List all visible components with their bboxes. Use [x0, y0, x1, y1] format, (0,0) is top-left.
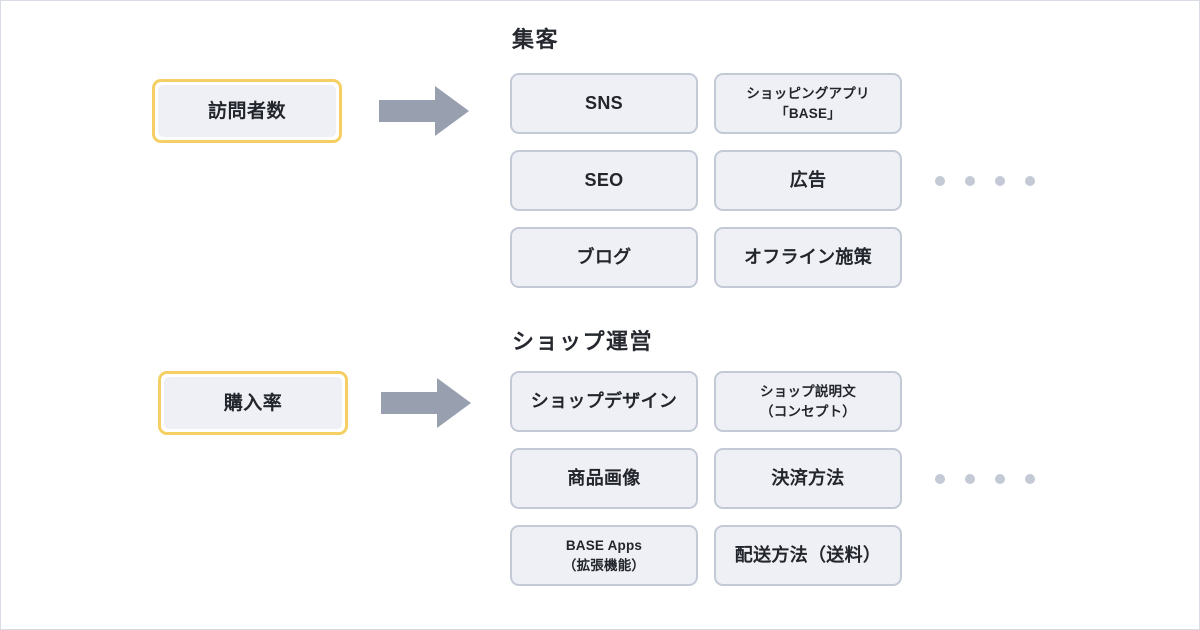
card-label: BASE Apps（拡張機能）: [562, 537, 646, 573]
dot-icon: [995, 474, 1005, 484]
dot-icon: [935, 474, 945, 484]
card-label: ショップ説明文（コンセプト）: [760, 383, 856, 419]
section-heading-shop-operations: ショップ運営: [512, 329, 654, 354]
card-base-apps[interactable]: BASE Apps（拡張機能）: [510, 525, 698, 586]
dot-icon: [965, 176, 975, 186]
more-dots-shop-operations: [935, 474, 1035, 484]
card-label: 広告: [789, 170, 827, 191]
dot-icon: [965, 474, 975, 484]
more-dots-acquisition: [935, 176, 1035, 186]
card-label: 商品画像: [567, 468, 641, 489]
card-advertising[interactable]: 広告: [714, 150, 902, 211]
card-label: 決済方法: [771, 468, 845, 489]
right-arrow-icon: [381, 378, 471, 428]
card-sns[interactable]: SNS: [510, 73, 698, 134]
card-label: 配送方法（送料）: [734, 545, 882, 566]
card-label: ブログ: [576, 247, 632, 268]
metric-box-conversion-rate-inner: 購入率: [164, 377, 342, 429]
metric-box-visitors[interactable]: 訪問者数: [152, 79, 342, 143]
card-shopping-app-base[interactable]: ショッピングアプリ「BASE」: [714, 73, 902, 134]
card-label: オフライン施策: [743, 247, 873, 268]
card-grid-acquisition: SNS ショッピングアプリ「BASE」 SEO 広告 ブログ オフライン施策: [510, 73, 902, 288]
dot-icon: [995, 176, 1005, 186]
section-heading-acquisition: 集客: [512, 27, 560, 52]
dot-icon: [1025, 474, 1035, 484]
right-arrow-icon: [379, 86, 469, 136]
card-shipping-methods[interactable]: 配送方法（送料）: [714, 525, 902, 586]
card-offline-measures[interactable]: オフライン施策: [714, 227, 902, 288]
card-seo[interactable]: SEO: [510, 150, 698, 211]
dot-icon: [935, 176, 945, 186]
card-label: SEO: [584, 170, 624, 191]
card-grid-shop-operations: ショップデザイン ショップ説明文（コンセプト） 商品画像 決済方法 BASE A…: [510, 371, 902, 586]
metric-label-conversion-rate: 購入率: [223, 392, 283, 414]
card-payment-methods[interactable]: 決済方法: [714, 448, 902, 509]
dot-icon: [1025, 176, 1035, 186]
card-label: ショップデザイン: [530, 391, 678, 412]
card-blog[interactable]: ブログ: [510, 227, 698, 288]
card-shop-description[interactable]: ショップ説明文（コンセプト）: [714, 371, 902, 432]
card-shop-design[interactable]: ショップデザイン: [510, 371, 698, 432]
metric-box-visitors-inner: 訪問者数: [158, 85, 336, 137]
metric-label-visitors: 訪問者数: [207, 100, 286, 122]
card-product-images[interactable]: 商品画像: [510, 448, 698, 509]
card-label: SNS: [585, 93, 623, 114]
card-label: ショッピングアプリ「BASE」: [746, 85, 870, 121]
metric-box-conversion-rate[interactable]: 購入率: [158, 371, 348, 435]
